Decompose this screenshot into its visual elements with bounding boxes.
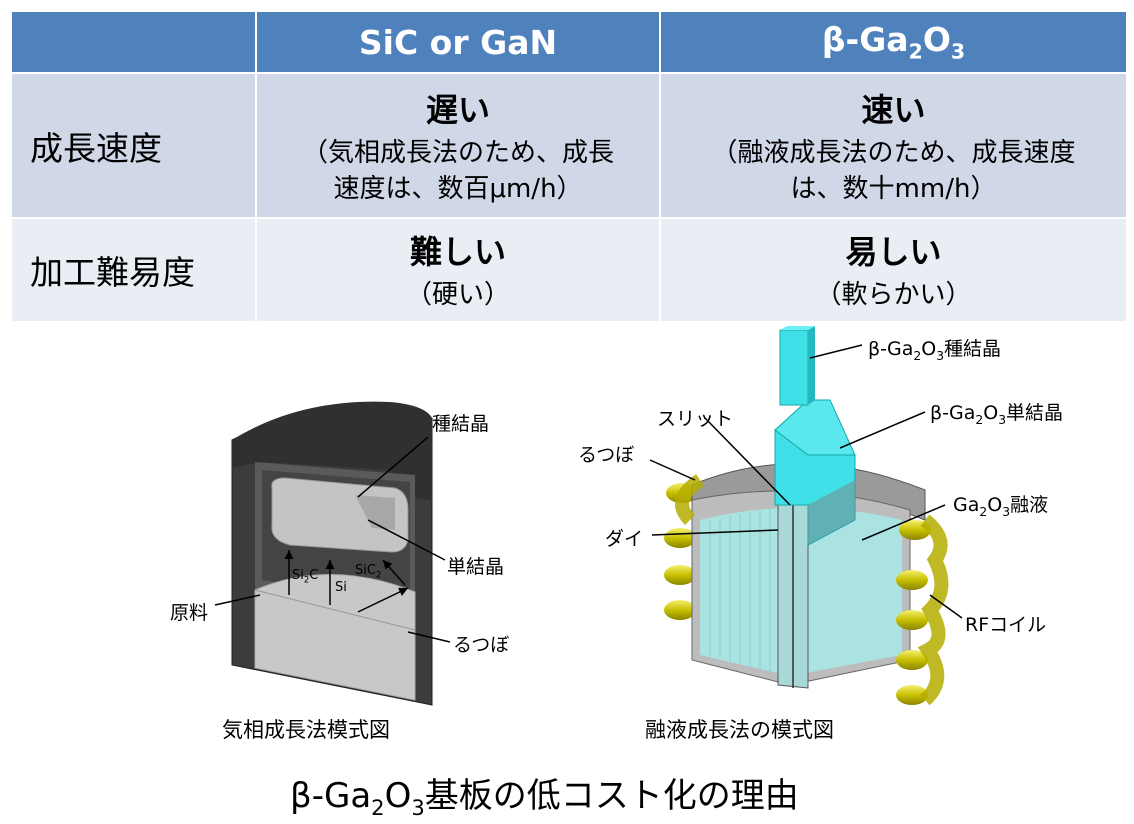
cell-sic-growth: 遅い （気相成長法のため、成長 速度は、数百μm/h）	[255, 72, 661, 219]
label-si: Si	[335, 580, 347, 595]
sic-growth-detail-1: （気相成長法のため、成長	[301, 137, 614, 168]
label-si2c: Si2C	[292, 568, 319, 585]
row-label-processing: 加工難易度	[10, 217, 257, 323]
label-die: ダイ	[605, 528, 644, 550]
sic-growth-detail-2: 速度は、数百μm/h）	[333, 173, 583, 204]
ga2o3-growth-main: 速い	[861, 90, 926, 129]
label-crucible-right: るつぼ	[578, 444, 635, 466]
label-single-crystal: 単結晶	[447, 556, 505, 578]
seed-crystal-rod	[779, 329, 809, 406]
table-row-growth-rate: 成長速度 遅い （気相成長法のため、成長 速度は、数百μm/h） 速い （融液成…	[10, 72, 1128, 219]
ga2o3-growth-detail-2: は、数十mm/h）	[790, 173, 997, 204]
header-ga2o3: β-Ga2O3	[659, 10, 1128, 74]
melt-growth-diagram	[649, 326, 963, 706]
ga2o3-processing-main: 易しい	[845, 233, 942, 271]
label-crucible-left: るつぼ	[453, 634, 510, 656]
label-slit: スリット	[657, 408, 734, 430]
comparison-table: SiC or GaN β-Ga2O3 成長速度 遅い （気相成長法のため、成長 …	[10, 10, 1128, 323]
label-seed-ga2o3: β-Ga2O3種結晶	[868, 338, 1002, 363]
label-rf-coil: RFコイル	[965, 614, 1047, 636]
table-row-processing: 加工難易度 難しい （硬い） 易しい （軟らかい）	[10, 217, 1128, 323]
label-seed-crystal: 種結晶	[432, 413, 490, 435]
cell-ga2o3-growth: 速い （融液成長法のため、成長速度 は、数十mm/h）	[659, 72, 1128, 219]
crucible-lid	[232, 401, 432, 500]
sic2-arrow	[382, 559, 406, 586]
sic-processing-main: 難しい	[409, 233, 506, 271]
header-sic-gan: SiC or GaN	[255, 10, 661, 74]
label-raw-material: 原料	[170, 602, 209, 624]
table-header-row: SiC or GaN β-Ga2O3	[10, 10, 1128, 74]
diag-arrow	[357, 587, 409, 613]
footer-title: β-Ga2O3基板の低コスト化の理由	[290, 776, 799, 820]
ga2o3-growth-detail-1: （融液成長法のため、成長速度	[711, 137, 1076, 168]
ga2o3-processing-detail: （軟らかい）	[815, 280, 972, 310]
caption-vapor: 気相成長法模式図	[222, 718, 390, 742]
label-single-ga2o3: β-Ga2O3単結晶	[930, 402, 1064, 427]
sic-growth-main: 遅い	[425, 90, 490, 129]
label-ga2o3-melt: Ga2O3融液	[953, 494, 1049, 519]
crystal-notch	[355, 495, 395, 530]
vapor-growth-diagram	[214, 401, 451, 706]
row-label-growth-rate: 成長速度	[10, 72, 257, 219]
cell-sic-processing: 難しい （硬い）	[255, 217, 661, 323]
header-empty-cell	[10, 10, 257, 74]
sic-processing-detail: （硬い）	[405, 280, 510, 310]
caption-melt: 融液成長法の模式図	[645, 718, 834, 742]
cell-ga2o3-processing: 易しい （軟らかい）	[659, 217, 1128, 323]
label-sic2: SiC2	[355, 563, 382, 580]
raw-material	[254, 574, 416, 701]
